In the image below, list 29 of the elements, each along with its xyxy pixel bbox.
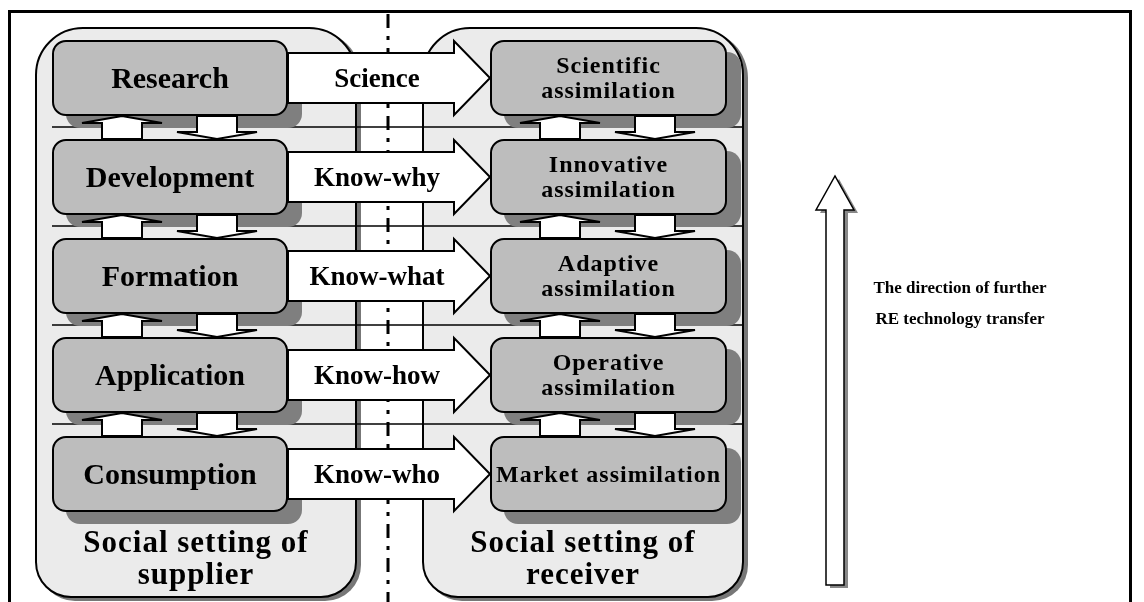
box-label: Scientific assimilation [540,53,677,103]
block-arrow [519,115,601,140]
block-arrow [81,313,163,338]
box-label: Research [111,62,229,94]
block-arrow [176,115,258,140]
block-arrow [614,214,696,239]
block-arrow [81,115,163,140]
block-arrow [81,214,163,239]
block-arrow [519,214,601,239]
block-arrow [81,412,163,437]
box-label: Market assimilation [496,461,721,487]
block-arrow [176,214,258,239]
note-text: The direction of further RE technology transfer [872,277,1048,330]
block-arrow [176,313,258,338]
box-label: Consumption [83,458,257,490]
box-label: Formation [101,260,239,292]
block-arrow [614,313,696,338]
box-label: Application [95,359,245,391]
box-label: Adaptive assimilation [540,251,677,301]
group-title: Social setting of supplier [82,526,310,590]
block-arrow [519,313,601,338]
block-arrow [614,115,696,140]
group-title: Social setting of receiver [469,526,697,590]
box-label: Innovative assimilation [540,152,677,202]
box-label: Development [85,161,255,193]
block-arrow [519,412,601,437]
box-label: Operative assimilation [540,350,677,400]
block-arrow [614,412,696,437]
block-arrow [176,412,258,437]
